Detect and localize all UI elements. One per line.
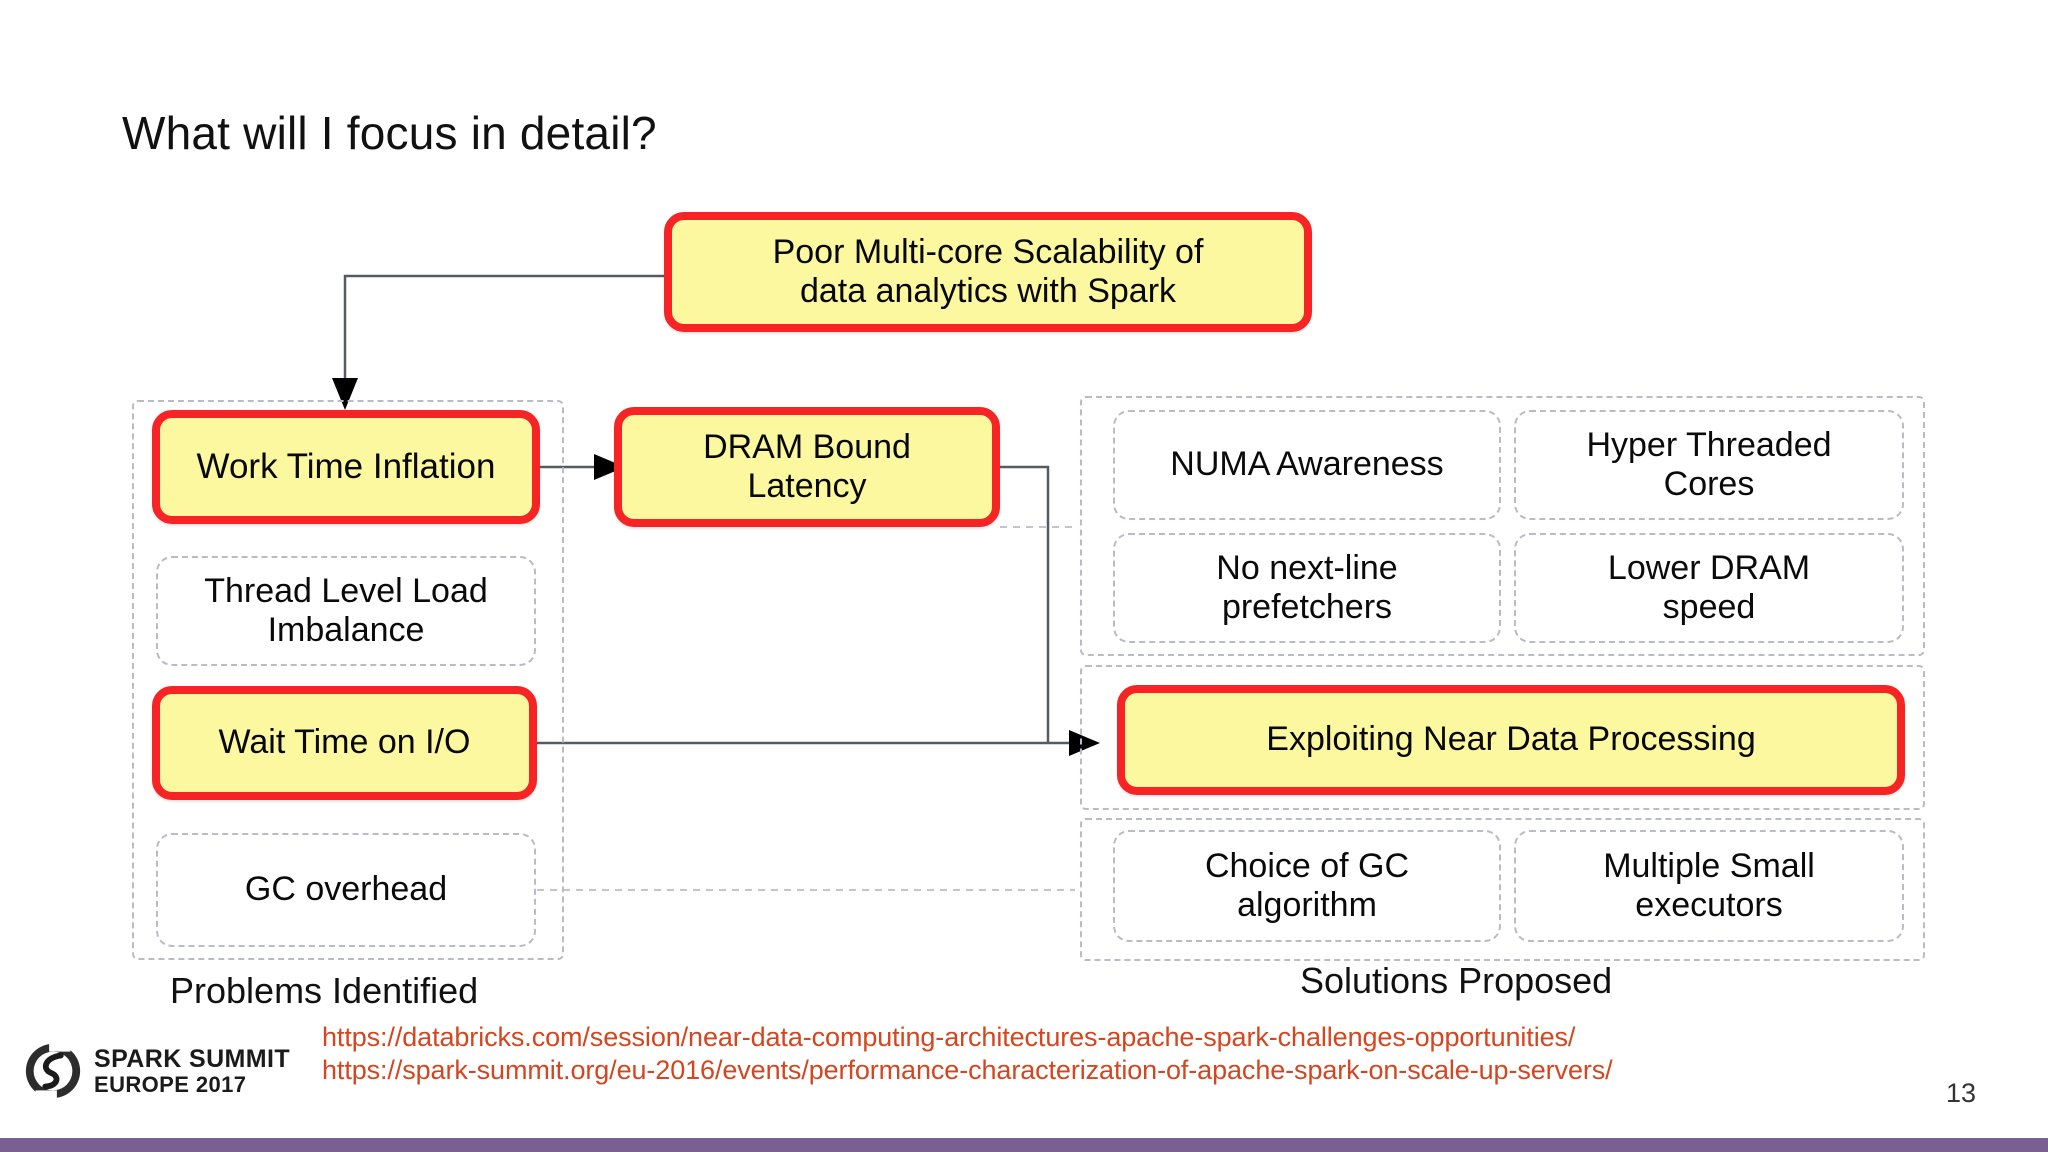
solution-hyper-threaded-cores[interactable]: Hyper Threaded Cores (1514, 410, 1904, 520)
solutions-caption: Solutions Proposed (1300, 960, 1613, 1001)
page-title: What will I focus in detail? (122, 107, 657, 159)
problem-gc-overhead[interactable]: GC overhead (156, 833, 536, 947)
spark-summit-logo: SPARK SUMMIT EUROPE 2017 (22, 1040, 290, 1102)
solutions-group-b-container (1080, 818, 1925, 961)
problem-label: Wait Time on I/O (218, 723, 471, 762)
dram-line1: DRAM Bound (703, 427, 911, 466)
solution-label-line1: Choice of GC (1204, 846, 1410, 885)
solutions-group-a-container (1080, 396, 1925, 656)
root-problem-line1: Poor Multi-core Scalability of (772, 232, 1204, 271)
solution-no-next-line-prefetchers[interactable]: No next-line prefetchers (1113, 533, 1501, 643)
problem-label-line2: Imbalance (267, 611, 425, 649)
problem-wait-time-on-io[interactable]: Wait Time on I/O (152, 686, 537, 800)
solution-label-line1: Multiple Small (1603, 846, 1815, 885)
reference-link-1[interactable]: https://databricks.com/session/near-data… (322, 1022, 1576, 1052)
logo-text: SPARK SUMMIT EUROPE 2017 (94, 1044, 290, 1097)
reference-link-2[interactable]: https://spark-summit.org/eu-2016/events/… (322, 1055, 1613, 1085)
solution-lower-dram-speed[interactable]: Lower DRAM speed (1514, 533, 1904, 643)
problem-label-line1: Thread Level Load (204, 571, 488, 610)
solution-label-line1: Lower DRAM (1607, 548, 1811, 587)
bottom-accent-bar (0, 1138, 2048, 1152)
solution-label-line2: Cores (1663, 465, 1755, 503)
page-number: 13 (1945, 1078, 1976, 1108)
solutions-featured-container (1080, 665, 1925, 810)
solution-label: NUMA Awareness (1170, 445, 1444, 484)
solution-label-line2: prefetchers (1221, 588, 1393, 626)
logo-line-1: SPARK SUMMIT (94, 1044, 290, 1073)
dram-line2: Latency (747, 467, 867, 505)
solution-label-line1: Hyper Threaded (1586, 425, 1832, 464)
solution-label-line2: executors (1635, 886, 1783, 924)
spark-swirl-icon (25, 1041, 81, 1101)
logo-line-2: EUROPE 2017 (94, 1071, 247, 1097)
solution-label: Exploiting Near Data Processing (1266, 720, 1756, 759)
solution-label-line1: No next-line (1216, 548, 1398, 587)
solution-exploiting-near-data-processing[interactable]: Exploiting Near Data Processing (1117, 685, 1905, 795)
problem-label: Work Time Inflation (196, 446, 496, 486)
dram-bound-latency-box[interactable]: DRAM Bound Latency (614, 407, 1000, 527)
solution-multiple-small-executors[interactable]: Multiple Small executors (1514, 830, 1904, 942)
problem-work-time-inflation[interactable]: Work Time Inflation (152, 410, 540, 524)
root-problem-box[interactable]: Poor Multi-core Scalability of data anal… (664, 212, 1312, 332)
problem-thread-level-load-imbalance[interactable]: Thread Level Load Imbalance (156, 556, 536, 666)
solution-label-line2: algorithm (1237, 886, 1377, 924)
solution-label-line2: speed (1662, 588, 1756, 626)
solution-choice-of-gc-algorithm[interactable]: Choice of GC algorithm (1113, 830, 1501, 942)
root-problem-line2: data analytics with Spark (799, 272, 1177, 310)
problems-group-container (132, 400, 564, 960)
problems-caption: Problems Identified (170, 970, 479, 1011)
problem-label: GC overhead (244, 870, 448, 909)
solution-numa-awareness[interactable]: NUMA Awareness (1113, 410, 1501, 520)
